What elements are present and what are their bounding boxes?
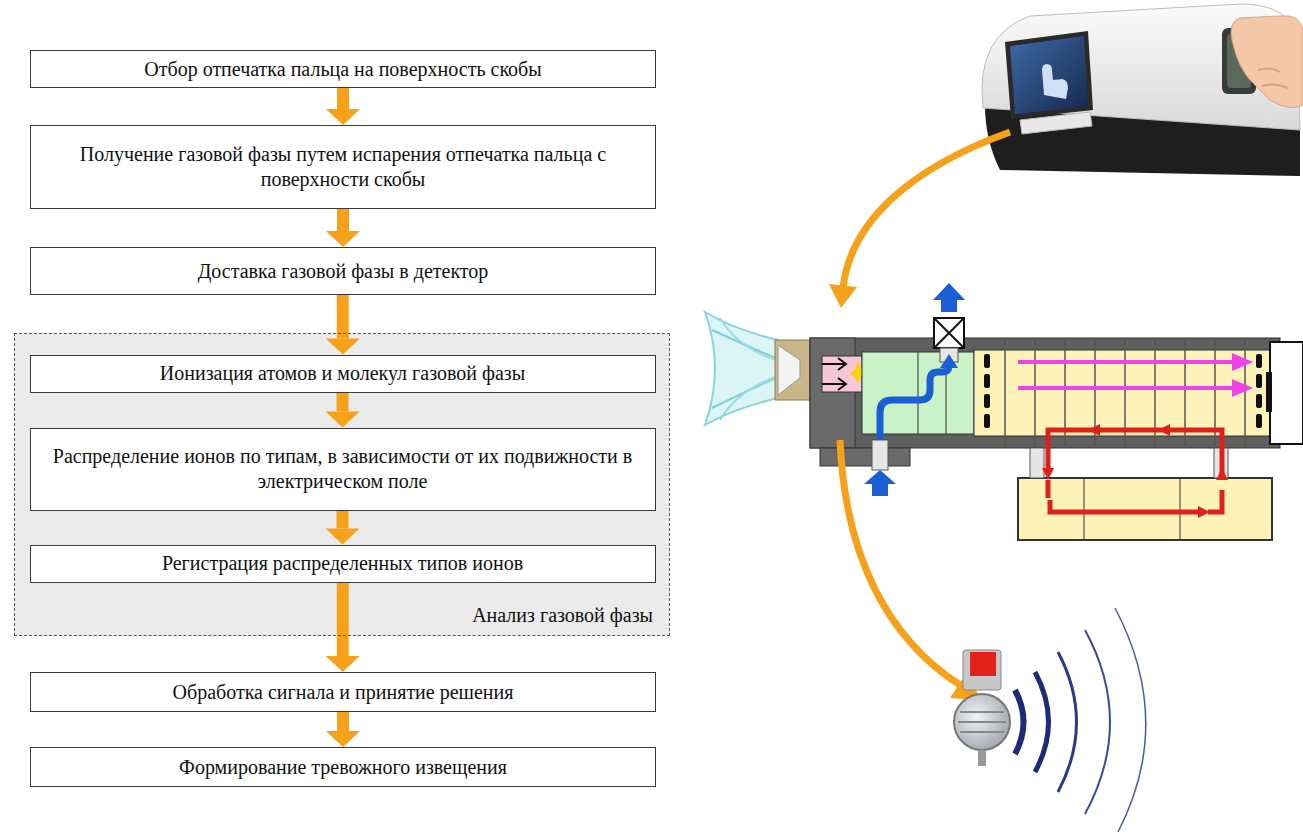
flow-arrow <box>326 295 360 355</box>
process-box: Обработка сигнала и принятие решения <box>30 672 656 712</box>
flow-arrow <box>326 88 360 125</box>
process-box: Получение газовой фазы путем испарения о… <box>30 125 656 209</box>
process-box: Распределение ионов по типам, в зависимо… <box>30 428 656 511</box>
fingerprint-scanner <box>982 4 1303 176</box>
box-label: Распределение ионов по типам, в зависимо… <box>41 444 645 494</box>
flow-arrow <box>326 393 360 428</box>
box-label: Доставка газовой фазы в детектор <box>198 259 489 284</box>
ion-mobility-detector <box>705 283 1303 540</box>
alarm-siren <box>954 608 1146 832</box>
box-label: Формирование тревожного извещения <box>179 755 507 780</box>
flow-arrow <box>843 132 1010 288</box>
flow-arrow <box>326 712 360 747</box>
flow-arrow <box>326 209 360 247</box>
group-label: Анализ газовой фазы <box>472 603 653 627</box>
group-frame: Анализ газовой фазы Ионизация атомов и мо… <box>14 333 670 636</box>
process-box: Регистрация распределенных типов ионов <box>30 545 656 583</box>
process-box: Ионизация атомов и молекул газовой фазы <box>30 355 656 393</box>
box-label: Регистрация распределенных типов ионов <box>162 551 523 576</box>
box-label: Обработка сигнала и принятие решения <box>173 680 514 705</box>
box-label: Отбор отпечатка пальца на поверхность ск… <box>144 57 541 82</box>
flow-arrow <box>326 583 360 673</box>
process-box: Доставка газовой фазы в детектор <box>30 247 656 295</box>
box-label: Ионизация атомов и молекул газовой фазы <box>160 361 525 386</box>
box-label: Получение газовой фазы путем испарения о… <box>41 142 645 192</box>
flow-arrow <box>840 440 960 685</box>
process-box: Отбор отпечатка пальца на поверхность ск… <box>30 50 656 88</box>
flow-arrow <box>326 511 360 545</box>
arrow-head <box>829 284 857 308</box>
process-box: Формирование тревожного извещения <box>30 747 656 787</box>
